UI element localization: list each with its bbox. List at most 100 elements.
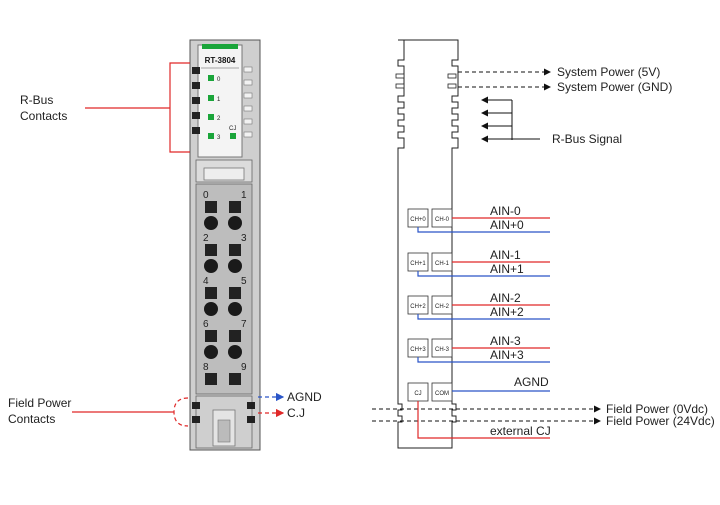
terminal-number-9: 9: [241, 362, 247, 373]
channel-plus-wire: [417, 314, 550, 320]
rbus-contact-5: [192, 127, 200, 134]
channel-2: CH+2 CH-2 AIN-2 AIN+2: [407, 291, 550, 320]
channel-plus-wire: [417, 357, 550, 363]
external-cj-wire: [417, 401, 550, 439]
field-power-contact-2: [192, 416, 200, 423]
terminal-number-3: 3: [241, 233, 247, 244]
cj-label: C.J: [287, 406, 305, 420]
terminal-slot: [205, 201, 217, 213]
led-cj: [230, 133, 236, 139]
rbus-signal-group: R-Bus Signal: [481, 96, 622, 146]
channel-plus-label: AIN+2: [490, 305, 524, 319]
channel-plus-label: AIN+0: [490, 218, 524, 232]
terminal-row-2: [204, 287, 242, 316]
rib-5: [243, 118, 253, 125]
module-name: RT-3804: [205, 56, 236, 65]
channel-minus-box-label: CH-3: [435, 347, 450, 353]
module-green-stripe: [202, 44, 238, 49]
led-label-1: 1: [217, 97, 221, 103]
din-rail-clip-inner: [217, 419, 231, 443]
rbus-contacts-callout: R-Bus Contacts: [20, 62, 190, 153]
channel-1: CH+1 CH-1 AIN-1 AIN+1: [407, 248, 550, 277]
terminal-hole: [228, 302, 242, 316]
rbus-contacts-label-line1: R-Bus: [20, 93, 53, 107]
field-power-bracket: [173, 397, 189, 427]
channel-0: CH+0 CH-0 AIN-0 AIN+0: [407, 204, 550, 233]
led-3: [208, 133, 214, 139]
led-label-cj: CJ: [229, 126, 236, 132]
channel-minus-label: AIN-1: [490, 248, 521, 262]
terminal-slot: [229, 244, 241, 256]
channel-plus-label: AIN+1: [490, 262, 524, 276]
led-1: [208, 95, 214, 101]
rib-4: [243, 105, 253, 112]
channel-minus-box-label: CH-1: [435, 261, 450, 267]
terminal-slot: [229, 330, 241, 342]
field-power-24v-label: Field Power (24Vdc): [606, 414, 715, 428]
agnd-label: AGND: [287, 390, 322, 404]
channel-minus-label: AIN-3: [490, 334, 521, 348]
terminal-row-3: [204, 330, 242, 359]
terminal-number-0: 0: [203, 190, 209, 201]
terminal-row-4: [205, 373, 241, 385]
system-power-gnd-label: System Power (GND): [557, 80, 672, 94]
system-power-5v-label: System Power (5V): [557, 65, 660, 79]
field-power-contacts-label-line2: Contacts: [8, 412, 55, 426]
field-power-contact-3: [247, 402, 255, 409]
rbus-bracket: [169, 62, 190, 153]
schematic-notch: [447, 73, 457, 79]
terminal-slot: [205, 330, 217, 342]
com-box: [431, 382, 453, 402]
module-illustration: RT-3804 0 1 2 3 CJ 0 1 2 3 4: [189, 39, 261, 451]
channel-minus-box-label: CH-0: [435, 217, 450, 223]
channel-minus-label: AIN-2: [490, 291, 521, 305]
terminal-hole: [204, 259, 218, 273]
terminal-hole: [204, 345, 218, 359]
rbus-contact-1: [192, 67, 200, 74]
terminal-hole: [228, 216, 242, 230]
channel-plus-box-label: CH+0: [410, 217, 426, 223]
terminal-slot: [229, 201, 241, 213]
terminal-hole: [204, 302, 218, 316]
terminal-number-1: 1: [241, 190, 247, 201]
led-label-3: 3: [217, 135, 221, 141]
terminal-slot: [205, 287, 217, 299]
field-power-contact-4: [247, 416, 255, 423]
rib-1: [243, 66, 253, 73]
terminal-slot: [229, 373, 241, 385]
terminal-number-5: 5: [241, 276, 247, 287]
led-label-2: 2: [217, 116, 221, 122]
rbus-contact-2: [192, 82, 200, 89]
terminal-slot: [205, 244, 217, 256]
channel-plus-wire: [417, 227, 550, 233]
schematic-notch: [395, 73, 405, 79]
channel-minus-box-label: CH-2: [435, 304, 450, 310]
terminal-row-0: [204, 201, 242, 230]
field-power-contacts-label-line1: Field Power: [8, 396, 71, 410]
channel-plus-box-label: CH+2: [410, 304, 426, 310]
terminal-slot: [205, 373, 217, 385]
led-label-0: 0: [217, 77, 221, 83]
terminal-release-lever: [203, 167, 245, 181]
terminal-slot: [229, 287, 241, 299]
terminal-number-2: 2: [203, 233, 209, 244]
terminal-number-6: 6: [203, 319, 209, 330]
rbus-contact-4: [192, 112, 200, 119]
rbus-contact-3: [192, 97, 200, 104]
terminal-hole: [228, 345, 242, 359]
terminal-number-8: 8: [203, 362, 209, 373]
rbus-contacts-label-line2: Contacts: [20, 109, 67, 123]
channel-plus-wire: [417, 271, 550, 277]
terminal-number-7: 7: [241, 319, 247, 330]
cj-box-label: CJ: [414, 391, 421, 397]
channel-plus-label: AIN+3: [490, 348, 524, 362]
field-power-contacts-callout: Field Power Contacts: [8, 396, 189, 427]
terminal-number-4: 4: [203, 276, 209, 287]
channel-plus-box-label: CH+1: [410, 261, 426, 267]
com-box-label: COM: [435, 391, 449, 397]
channel-3: CH+3 CH-3 AIN-3 AIN+3: [407, 334, 550, 363]
led-0: [208, 75, 214, 81]
rbus-signal-label: R-Bus Signal: [552, 132, 622, 146]
led-2: [208, 114, 214, 120]
